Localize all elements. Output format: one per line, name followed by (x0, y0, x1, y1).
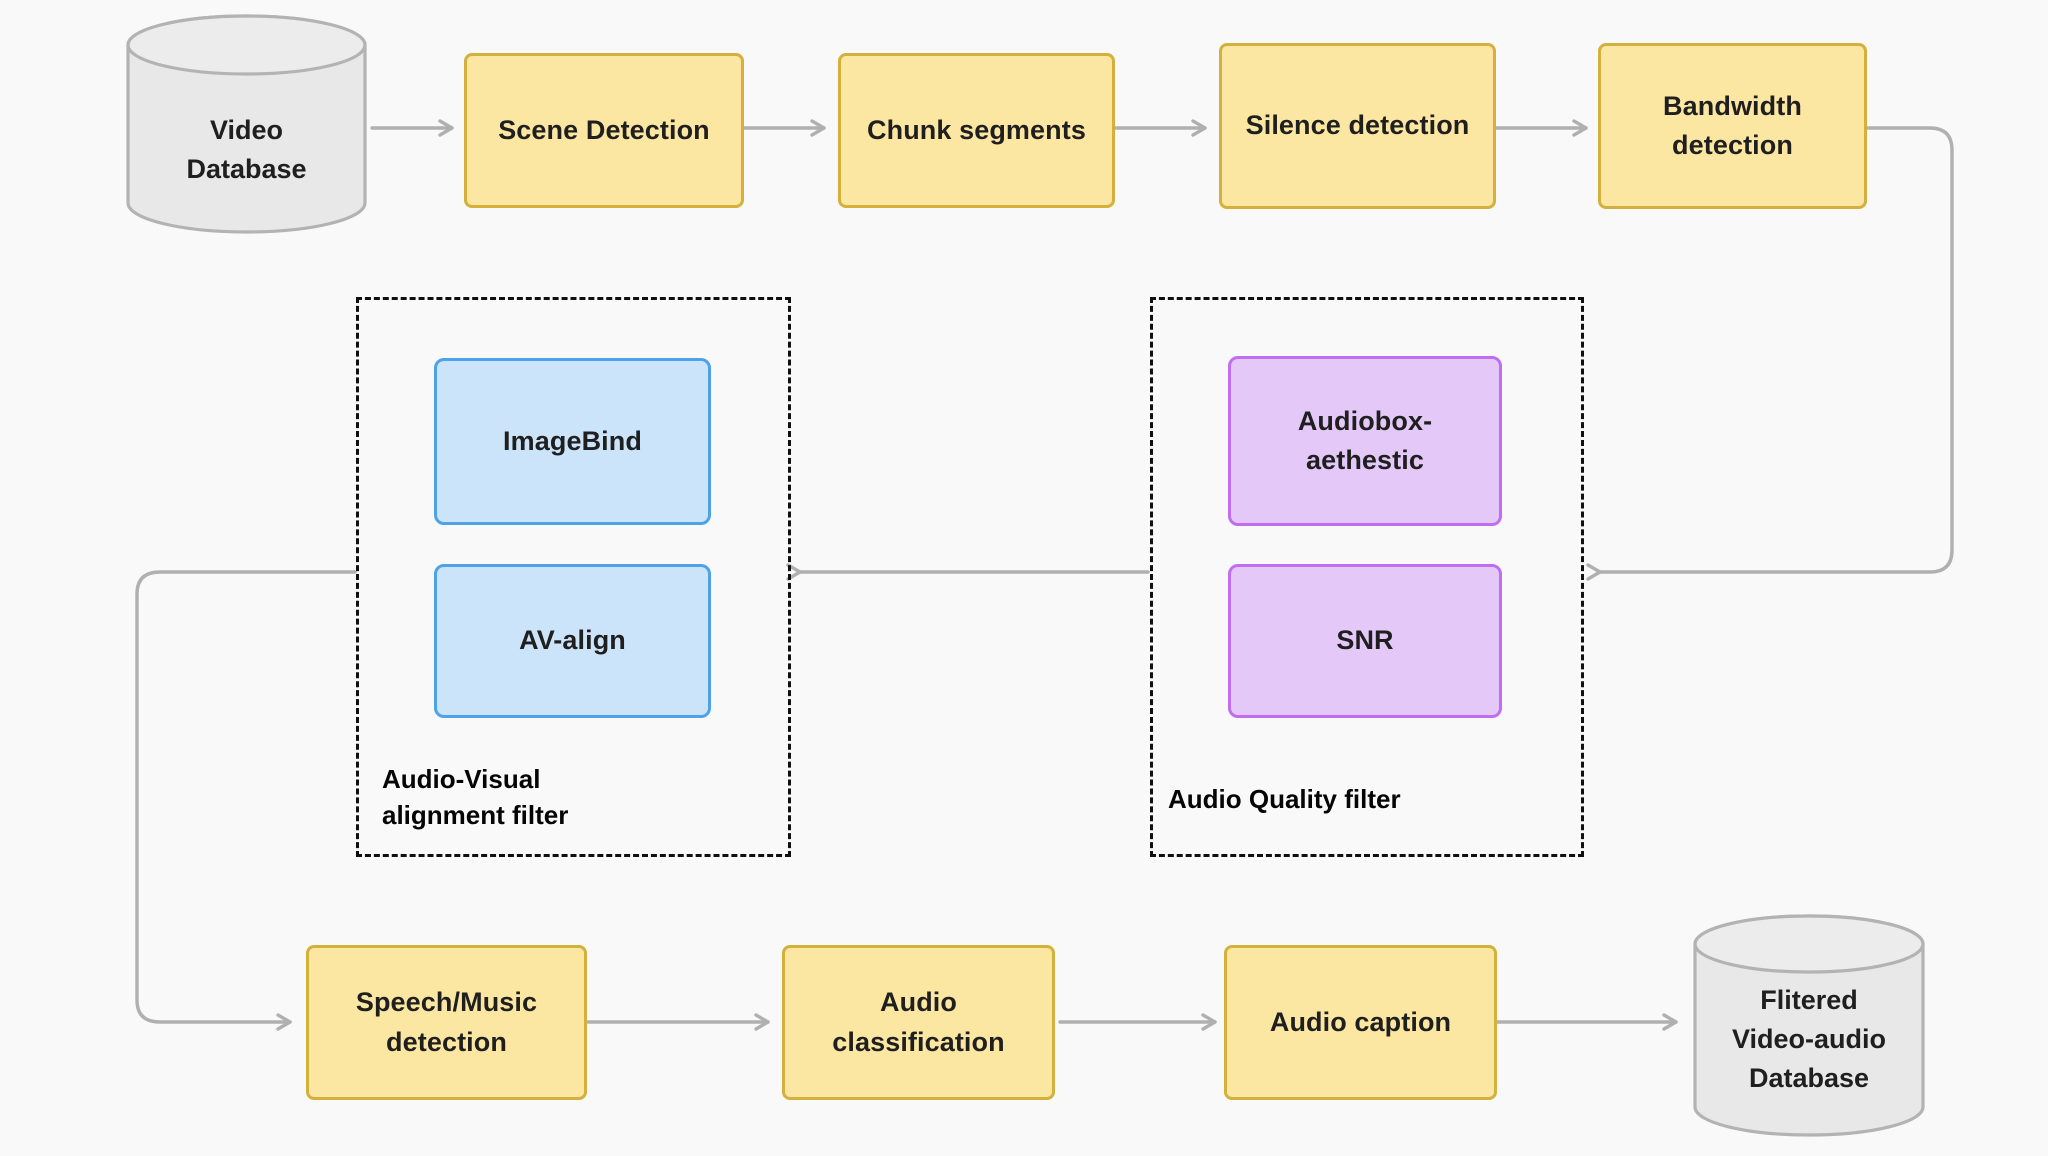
node-label: Audio classification (832, 987, 1005, 1057)
node-imagebind[interactable]: ImageBind (434, 358, 711, 525)
node-label: Bandwidth detection (1663, 90, 1802, 160)
node-audio-classification[interactable]: Audio classification (782, 945, 1055, 1100)
node-label: ImageBind (503, 425, 642, 456)
node-audio-caption[interactable]: Audio caption (1224, 945, 1497, 1100)
node-av-align[interactable]: AV-align (434, 564, 711, 718)
database-label: Video Database (186, 115, 307, 185)
node-label: Speech/Music detection (355, 987, 538, 1057)
node-label: Chunk segments (867, 114, 1086, 145)
group-label-audio-visual-alignment-filter: Audio-Visual alignment filter (382, 764, 569, 830)
database-filtered-video-audio-database[interactable]: Flitered Video-audio Database (1692, 913, 1926, 1138)
database-label: Flitered Video-audio Database (1731, 985, 1886, 1094)
node-snr[interactable]: SNR (1228, 564, 1502, 718)
group-label-audio-quality-filter: Audio Quality filter (1168, 784, 1401, 814)
node-bandwidth-detection[interactable]: Bandwidth detection (1598, 43, 1867, 209)
group-audio-visual-alignment-filter (356, 297, 791, 857)
node-chunk-segments[interactable]: Chunk segments (838, 53, 1115, 208)
database-video-database[interactable]: Video Database (125, 13, 368, 235)
node-label: Scene Detection (498, 114, 710, 145)
node-scene-detection[interactable]: Scene Detection (464, 53, 744, 208)
node-silence-detection[interactable]: Silence detection (1219, 43, 1496, 209)
node-label: Silence detection (1245, 110, 1470, 141)
node-audiobox-aethestic[interactable]: Audiobox- aethestic (1228, 356, 1502, 526)
node-label: SNR (1336, 625, 1394, 656)
node-label: AV-align (519, 625, 626, 656)
node-speech-music-detection[interactable]: Speech/Music detection (306, 945, 587, 1100)
group-audio-quality-filter (1150, 297, 1584, 857)
node-label: Audio caption (1269, 1006, 1452, 1037)
node-label: Audiobox- aethestic (1297, 405, 1433, 475)
